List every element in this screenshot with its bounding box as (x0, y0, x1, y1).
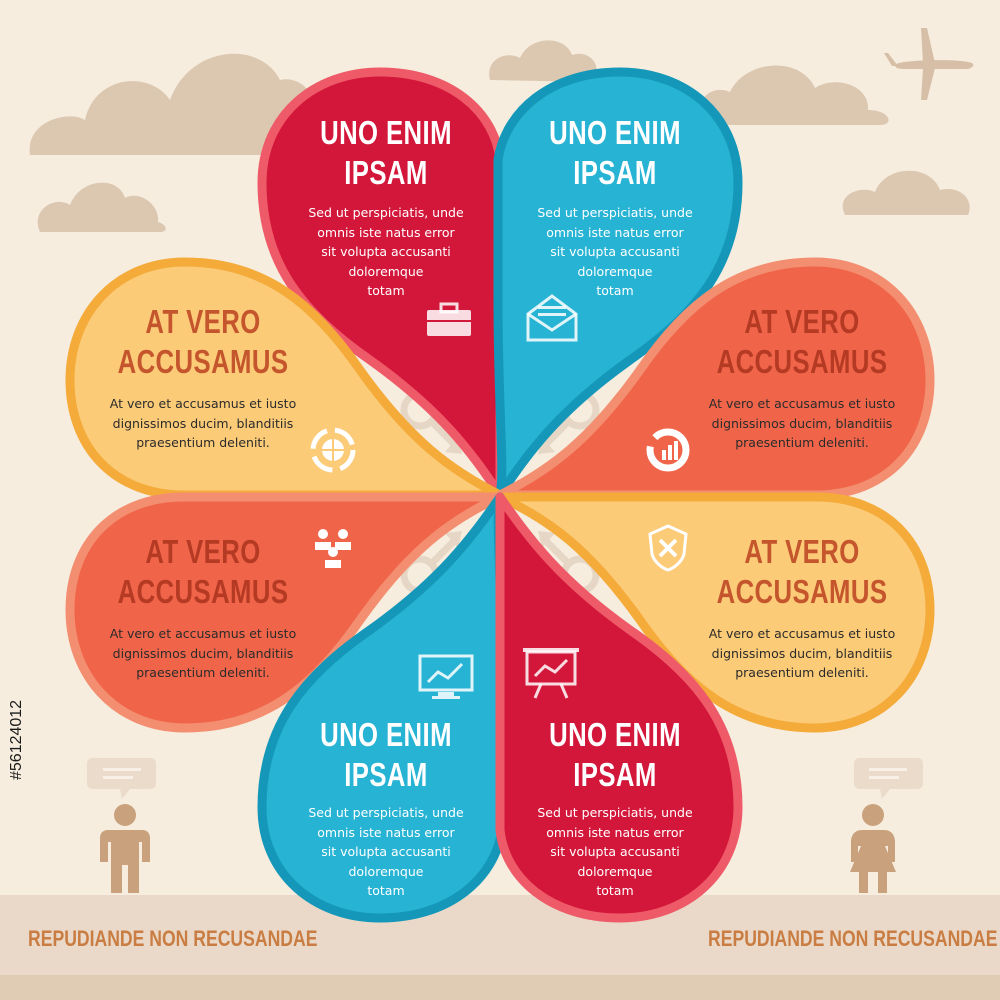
footer-right-text: REPUDIANDE NON RECUSANDAE (708, 926, 998, 951)
petal-body-line: totam (596, 283, 634, 298)
shield-swords-icon (648, 524, 688, 572)
petal-body-line: dignissimos ducim, blanditiis (112, 645, 294, 661)
petal-title-line: ACCUSAMUS (716, 573, 888, 610)
petal-body: At vero et accusamus et iusto dignissimos… (682, 394, 922, 453)
petal-body-line: sit volupta accusanti (550, 244, 680, 259)
petal-body-line: Sed ut perspiciatis, unde (308, 205, 464, 220)
pie-chart-icon (646, 428, 690, 472)
petal-title-line: ACCUSAMUS (716, 343, 888, 380)
petal-bottom-right (495, 492, 743, 923)
petal-mid-left-upper (65, 257, 505, 500)
footer-left-text: REPUDIANDE NON RECUSANDAE (28, 926, 318, 951)
side-id-text: #56124012 (8, 699, 25, 780)
petal-body: Sed ut perspiciatis, unde omnis iste natu… (271, 203, 501, 301)
petal-body-line: At vero et accusamus et iusto (109, 396, 297, 411)
petal-mid-right-lower (495, 492, 935, 733)
petal-mid-left-lower (65, 492, 505, 733)
man-icon (100, 804, 150, 893)
petal-body-line: doloremque (577, 263, 653, 279)
petal-body-line: totam (367, 283, 405, 298)
woman-icon (850, 804, 896, 893)
petal-body-line: omnis iste natus error (317, 224, 455, 240)
petal-title-line: UNO ENIM (320, 716, 452, 753)
petal-title-line: AT VERO (145, 303, 261, 340)
envelope-icon (526, 294, 578, 342)
speech-bubble-icon (854, 758, 923, 799)
petal-body: Sed ut perspiciatis, unde omnis iste natu… (500, 803, 730, 901)
petal-title-line: AT VERO (744, 303, 860, 340)
petal-title-line: IPSAM (344, 756, 428, 793)
petal-body: At vero et accusamus et iusto dignissimos… (83, 624, 323, 683)
petal-body: At vero et accusamus et iusto dignissimos… (682, 624, 922, 683)
petal-body-line: sit volupta accusanti (321, 244, 451, 259)
cloud-icon (699, 65, 889, 125)
petal-body-line: sit volupta accusanti (321, 844, 451, 859)
petal-title-line: ACCUSAMUS (117, 573, 289, 610)
team-icon (315, 529, 351, 568)
petal-body-line: dignissimos ducim, blanditiis (711, 415, 893, 431)
petal-body: At vero et accusamus et iusto dignissimos… (83, 394, 323, 453)
petal-body-line: praesentium deleniti. (136, 665, 270, 680)
briefcase-icon (427, 302, 471, 336)
petal-title-line: AT VERO (145, 533, 261, 570)
petal-body: Sed ut perspiciatis, unde omnis iste natu… (271, 803, 501, 901)
cloud-icon (37, 182, 166, 232)
petal-body-line: praesentium deleniti. (735, 665, 869, 680)
petal-body-line: dignissimos ducim, blanditiis (711, 645, 893, 661)
petal-body-line: Sed ut perspiciatis, unde (537, 805, 693, 820)
petal-body-line: sit volupta accusanti (550, 844, 680, 859)
petal-top-right (493, 67, 743, 500)
petal-body-line: At vero et accusamus et iusto (109, 626, 297, 641)
petal-title-line: ACCUSAMUS (117, 343, 289, 380)
petal-top-left (257, 67, 505, 500)
monitor-chart-icon (418, 654, 474, 699)
petal-body-line: praesentium deleniti. (136, 435, 270, 450)
petal-body-line: omnis iste natus error (317, 824, 455, 840)
petal-body-line: Sed ut perspiciatis, unde (308, 805, 464, 820)
globe-cycle-icon (310, 427, 356, 473)
cloud-icon (489, 40, 599, 82)
presentation-board-icon (523, 648, 579, 699)
cloud-icon (842, 170, 970, 215)
speech-bubble-icon (87, 758, 156, 799)
petal-body-line: totam (596, 883, 634, 898)
ground-line (0, 975, 1000, 1000)
petal-body-line: At vero et accusamus et iusto (708, 626, 896, 641)
petal-title-line: IPSAM (344, 154, 428, 191)
petal-title-line: UNO ENIM (549, 114, 681, 151)
petal-body-line: doloremque (348, 263, 424, 279)
petal-title-line: UNO ENIM (320, 114, 452, 151)
petal-body-line: praesentium deleniti. (735, 435, 869, 450)
petal-title-line: UNO ENIM (549, 716, 681, 753)
petal-mid-right-upper (495, 257, 935, 500)
cloud-icon (29, 53, 344, 156)
petal-body-line: Sed ut perspiciatis, unde (537, 205, 693, 220)
petal-body-line: dignissimos ducim, blanditiis (112, 415, 294, 431)
petal-body-line: doloremque (577, 863, 653, 879)
petal-body-line: omnis iste natus error (546, 824, 684, 840)
petal-body: Sed ut perspiciatis, unde omnis iste natu… (500, 203, 730, 301)
airplane-icon (884, 28, 974, 100)
petal-body-line: At vero et accusamus et iusto (708, 396, 896, 411)
petal-body-line: doloremque (348, 863, 424, 879)
petal-title-line: IPSAM (573, 756, 657, 793)
petal-title-line: AT VERO (744, 533, 860, 570)
petal-body-line: totam (367, 883, 405, 898)
petal-body-line: omnis iste natus error (546, 224, 684, 240)
petal-title-line: IPSAM (573, 154, 657, 191)
